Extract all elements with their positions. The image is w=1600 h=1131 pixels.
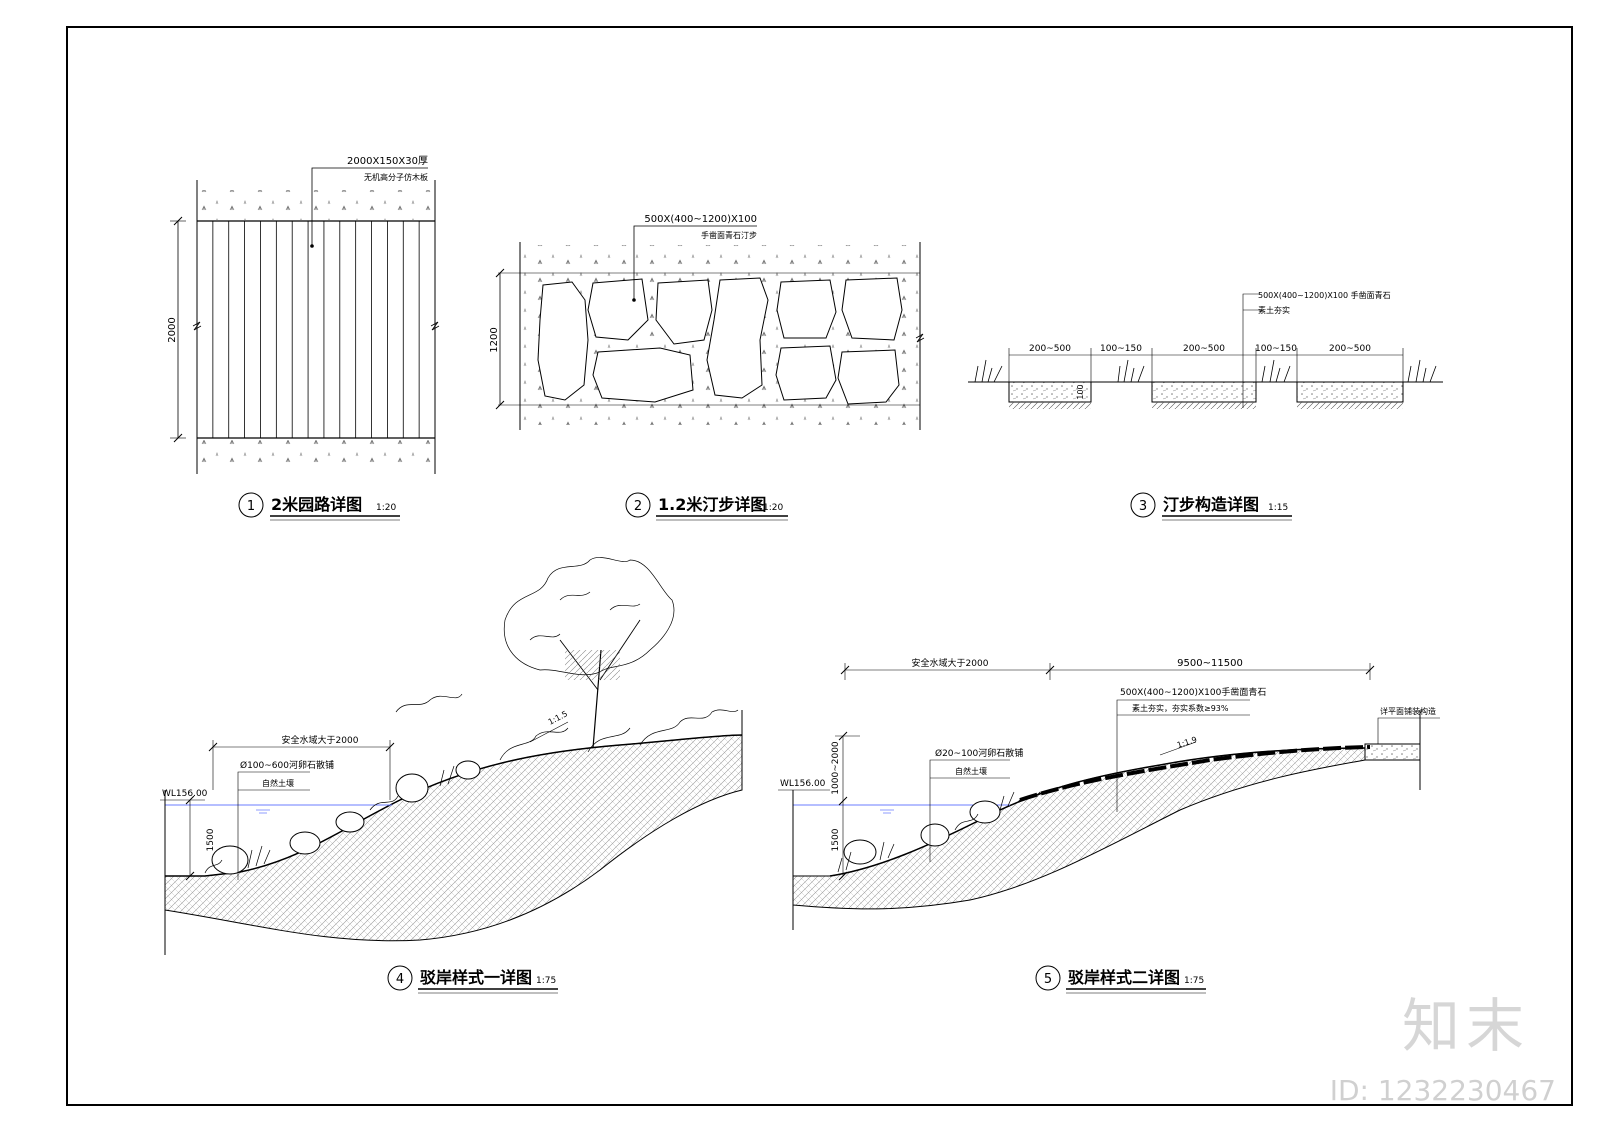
view5-drawing: 安全水域大于2000 9500~11500 WL156.00 1000~2000… bbox=[778, 657, 1440, 930]
view5-stone-paving bbox=[1019, 745, 1371, 802]
view-title-4-text: 驳岸样式一详图 bbox=[420, 968, 532, 987]
view4-soil-label: 自然土壤 bbox=[262, 778, 294, 788]
view3-spec-label: 500X(400~1200)X100 手凿面青石 bbox=[1258, 290, 1391, 300]
view4-slope: 1:1.5 bbox=[547, 709, 569, 727]
view-title-2-number: 2 bbox=[634, 499, 642, 514]
view-title-3-scale: 1:15 bbox=[1268, 503, 1288, 513]
view3-dim-3: 200~500 bbox=[1183, 344, 1225, 354]
view3-dim-1: 200~500 bbox=[1029, 344, 1071, 354]
view-title-5-scale: 1:75 bbox=[1184, 976, 1204, 986]
view3-stone-3 bbox=[1296, 381, 1404, 403]
view5-pebble-label: Ø20~100河卵石散铺 bbox=[935, 747, 1023, 759]
view-title-3-number: 3 bbox=[1139, 499, 1147, 514]
view1-drawing: 2000 2000X150X30厚 无机高分子仿木板 bbox=[167, 155, 440, 474]
view2-dim-height: 1200 bbox=[489, 327, 500, 352]
view5-depth-upper: 1000~2000 bbox=[831, 741, 841, 795]
view1-dim-height: 2000 bbox=[167, 317, 178, 342]
view4-water-level: WL156.00 bbox=[162, 789, 208, 799]
view-title-2-text: 1.2米汀步详图 bbox=[658, 495, 766, 514]
view-title-5-text: 驳岸样式二详图 bbox=[1068, 968, 1180, 987]
view5-base-label: 素土夯实，夯实系数≥93% bbox=[1132, 703, 1229, 713]
view4-safe-zone: 安全水域大于2000 bbox=[282, 734, 359, 746]
view-title-2-scale: 1:20 bbox=[763, 503, 783, 513]
view1-bottom-grass bbox=[197, 440, 435, 470]
view3-base-label: 素土夯实 bbox=[1258, 305, 1290, 315]
view1-top-grass bbox=[197, 190, 435, 220]
view2-material-label: 手凿面青石汀步 bbox=[701, 230, 757, 240]
view3-thickness: 100 bbox=[1076, 384, 1085, 399]
view3-dim-4: 100~150 bbox=[1255, 344, 1297, 354]
view-title-1-text: 2米园路详图 bbox=[271, 495, 362, 514]
view4-boulders bbox=[211, 760, 481, 875]
view4-stone-label: Ø100~600河卵石散铺 bbox=[240, 759, 334, 771]
view2-drawing: 1200 500X(400~1200)X100 手凿面青石汀步 bbox=[489, 214, 925, 430]
view3-grass-tufts bbox=[974, 359, 1437, 383]
view-title-1-number: 1 bbox=[247, 499, 255, 514]
view3-stone-2 bbox=[1151, 381, 1257, 403]
view5-width-range: 9500~11500 bbox=[1177, 658, 1243, 669]
view-title-4-scale: 1:75 bbox=[536, 976, 556, 986]
view-title-1-scale: 1:20 bbox=[376, 503, 396, 513]
view4-depth: 1500 bbox=[206, 828, 216, 851]
view-title-4-number: 4 bbox=[396, 972, 404, 987]
view-title-4: 4 驳岸样式一详图 1:75 bbox=[387, 965, 558, 994]
view5-soil-section bbox=[792, 747, 1366, 910]
view-title-1: 1 2米园路详图 1:20 bbox=[238, 492, 400, 521]
view-title-3: 3 汀步构造详图 1:15 bbox=[1130, 492, 1292, 521]
view3-dim-2: 100~150 bbox=[1100, 344, 1142, 354]
watermark-logo: 知末 bbox=[1401, 992, 1530, 1060]
view1-material-label: 无机高分子仿木板 bbox=[364, 172, 428, 182]
view5-edge-paving bbox=[1364, 743, 1421, 761]
view3-drawing: 200~500 100~150 200~500 100~150 200~500 … bbox=[968, 290, 1443, 409]
view5-stone-label: 500X(400~1200)X100手凿面青石 bbox=[1120, 686, 1266, 698]
view5-soil-label: 自然土壤 bbox=[955, 766, 987, 776]
view4-tree-canopy bbox=[503, 557, 675, 676]
sheet-border bbox=[66, 26, 1573, 1106]
view1-wood-planks bbox=[212, 221, 420, 438]
view-title-3-text: 汀步构造详图 bbox=[1163, 495, 1259, 514]
view5-safe-zone: 安全水域大于2000 bbox=[912, 657, 989, 669]
view5-depth-lower: 1500 bbox=[831, 828, 841, 851]
watermark-id: ID: 1232230467 bbox=[1329, 1074, 1556, 1107]
view-title-5: 5 驳岸样式二详图 1:75 bbox=[1035, 965, 1206, 994]
view1-spec-label: 2000X150X30厚 bbox=[347, 155, 428, 167]
view4-drawing: 安全水域大于2000 WL156.00 1500 Ø100~600河卵石散铺 自… bbox=[160, 557, 743, 955]
view5-vegetation bbox=[837, 791, 1041, 873]
view5-water-level: WL156.00 bbox=[780, 779, 826, 789]
view-title-5-number: 5 bbox=[1044, 972, 1052, 987]
view-title-2: 2 1.2米汀步详图 1:20 bbox=[625, 492, 788, 521]
view2-spec-label: 500X(400~1200)X100 bbox=[644, 214, 757, 225]
view3-dim-5: 200~500 bbox=[1329, 344, 1371, 354]
view2-stones bbox=[537, 277, 903, 405]
view5-edge-label: 详平面铺装构造 bbox=[1380, 706, 1436, 716]
view5-slope: 1:1.9 bbox=[1176, 735, 1198, 750]
view5-boulders bbox=[843, 800, 1001, 865]
view4-vegetation bbox=[204, 693, 739, 874]
